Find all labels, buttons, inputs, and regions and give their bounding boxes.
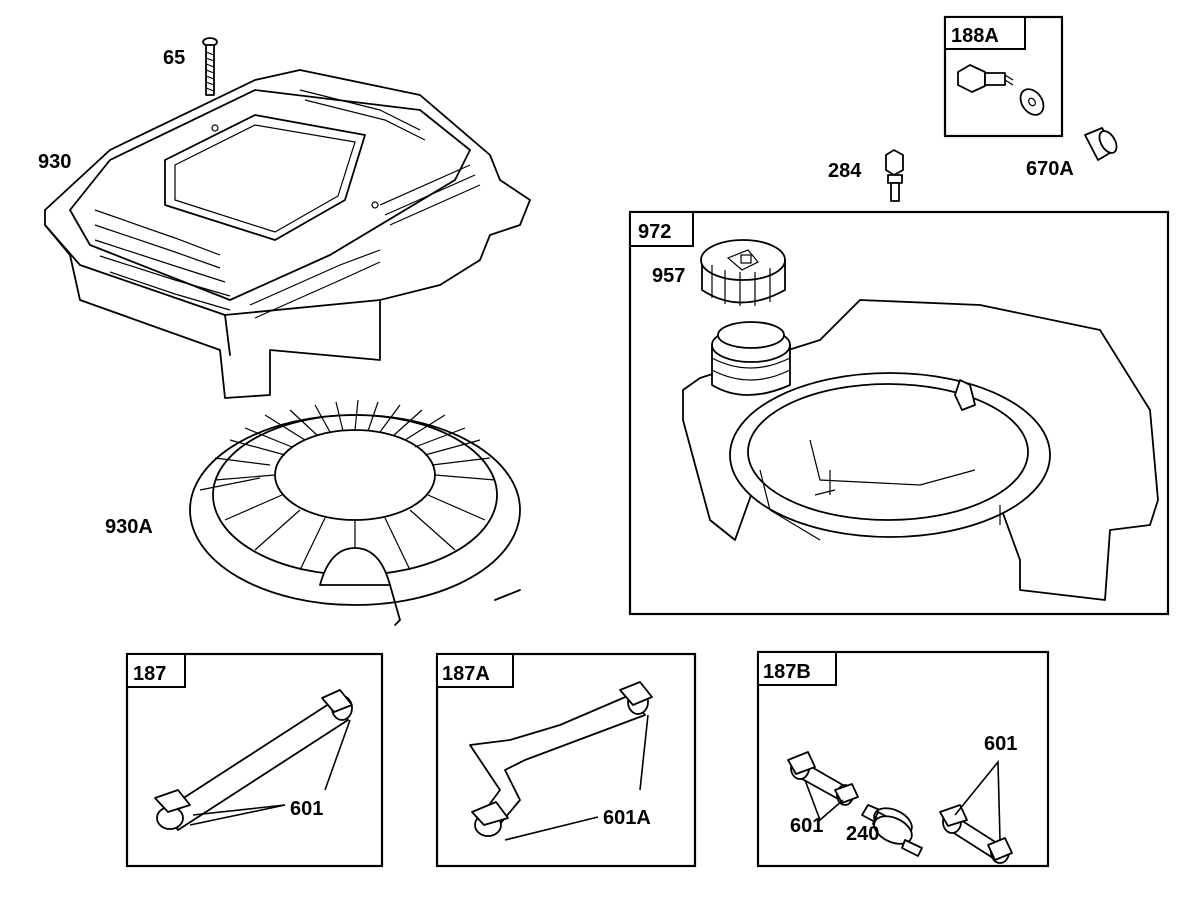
label-930: 930 [38,151,71,173]
label-601-left: 601 [790,815,823,837]
label-601-kit-187: 601 [290,798,323,820]
rotating-screen-930A [189,399,521,626]
bolt-kit-188A [943,15,1064,138]
label-240: 240 [846,823,879,845]
fuel-line-kit-187A [435,652,697,868]
blower-housing-930 [44,69,531,399]
fuel-tank-box-972 [628,210,1170,616]
fuel-cap-957 [700,239,786,306]
screw-65 [202,37,218,96]
label-284: 284 [828,160,862,182]
label-188A: 188A [951,25,999,47]
fuel-filter-kit-187B [756,650,1050,868]
label-972: 972 [638,221,671,243]
spacer-670A [1084,127,1118,161]
label-957: 957 [652,265,685,287]
label-65: 65 [163,47,185,69]
label-187A: 187A [442,663,490,685]
fuel-line-kit-187 [125,652,384,868]
label-187: 187 [133,663,166,685]
label-930A: 930A [105,516,153,538]
label-601-right: 601 [984,733,1017,755]
label-601A: 601A [603,807,651,829]
label-670A: 670A [1026,158,1074,180]
label-187B: 187B [763,661,811,683]
bolt-284 [885,149,904,202]
